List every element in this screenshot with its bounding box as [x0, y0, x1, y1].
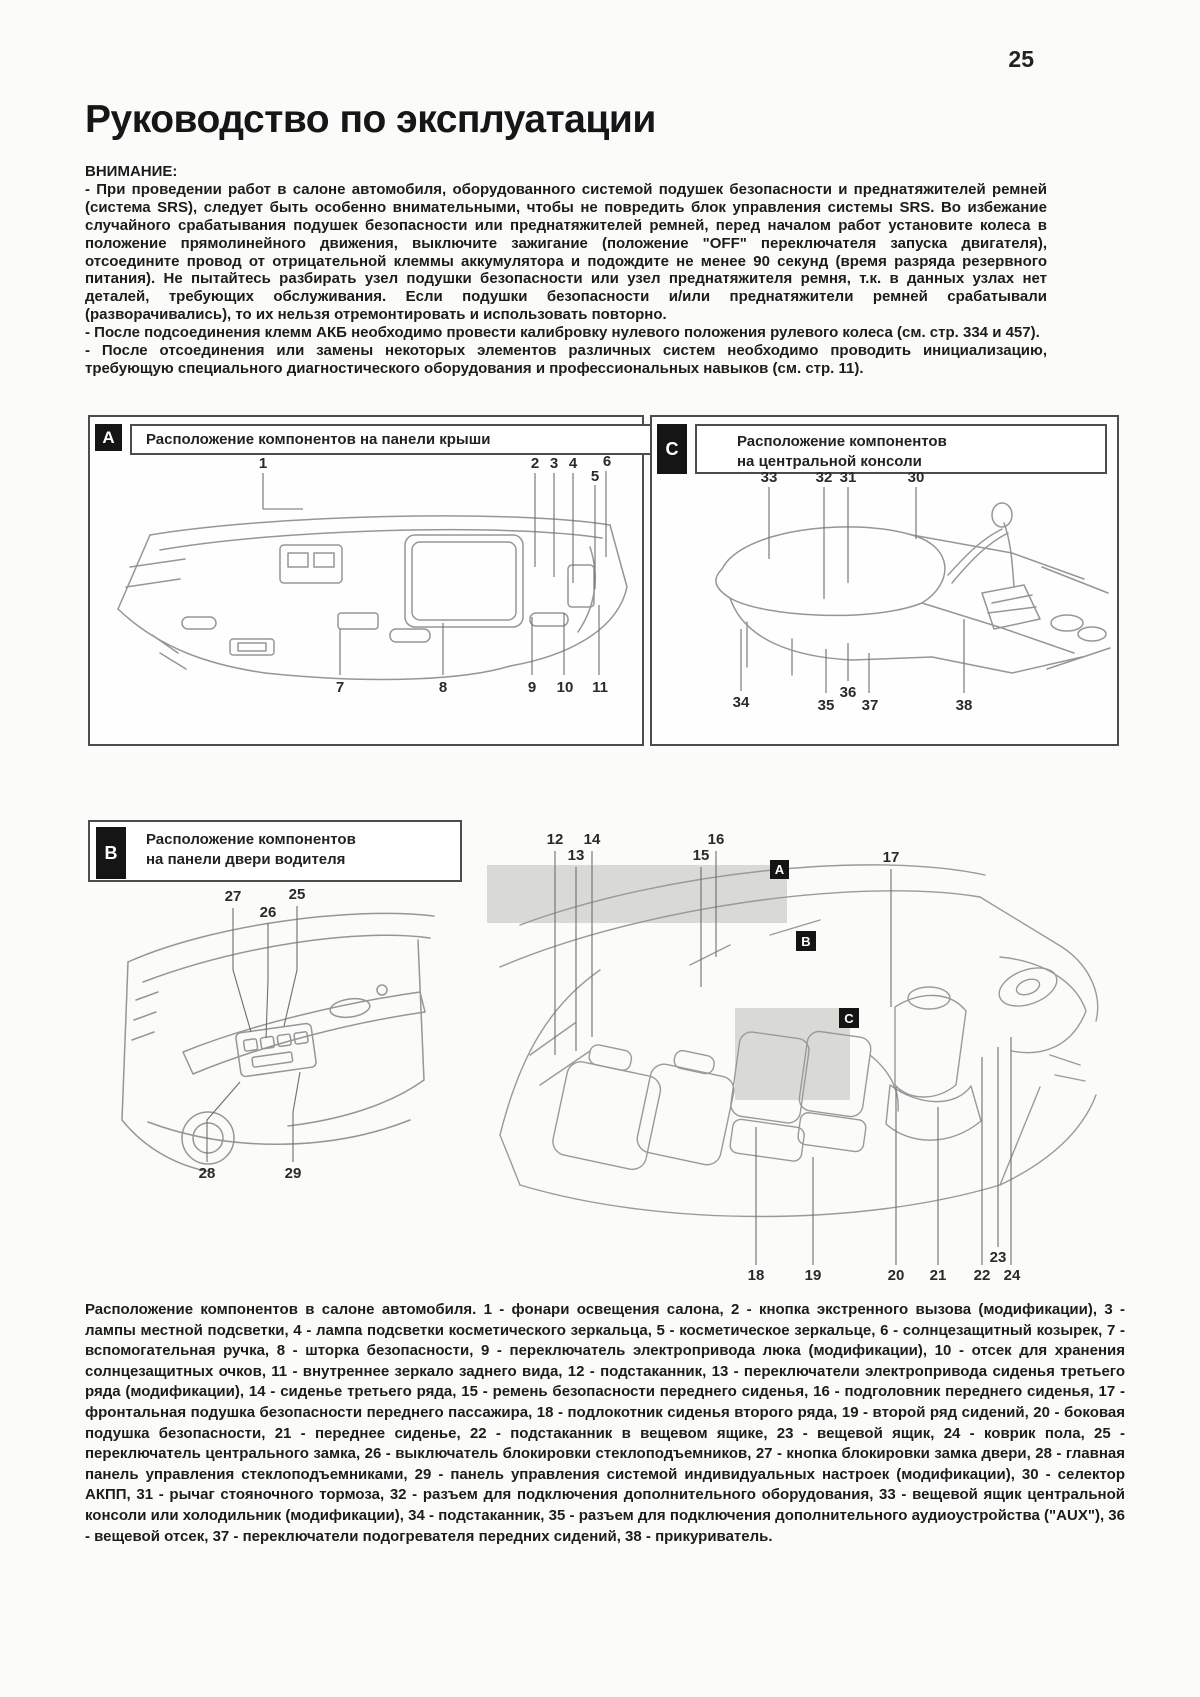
callout-25: 25 — [288, 886, 306, 903]
panel-roof: A Расположение компонентов на панели кры… — [88, 415, 652, 746]
callout-2: 2 — [530, 455, 540, 472]
console-diagram — [715, 487, 1111, 693]
callout-15: 15 — [692, 847, 710, 864]
callout-36: 36 — [839, 684, 857, 701]
callout-37: 37 — [861, 697, 879, 714]
panel-door-letter: B — [96, 827, 126, 879]
callout-4: 4 — [568, 455, 578, 472]
roof-diagram — [117, 471, 628, 681]
marker-zone-c: C — [839, 1008, 859, 1028]
callout-31: 31 — [839, 469, 857, 486]
interior-diagram-region: A B C 12 13 14 15 16 17 18 19 20 21 22 2… — [440, 755, 1118, 1295]
callout-5: 5 — [590, 468, 600, 485]
callout-6: 6 — [602, 453, 612, 470]
interior-diagram — [487, 851, 1099, 1265]
callout-1: 1 — [258, 455, 268, 472]
callout-19: 19 — [804, 1267, 822, 1284]
callout-13: 13 — [567, 847, 585, 864]
callout-16: 16 — [707, 831, 725, 848]
callout-11: 11 — [592, 679, 608, 696]
panel-console: C Расположение компонентов на центрально… — [650, 415, 1119, 746]
panel-console-title-line2: на центральной консоли — [737, 453, 922, 470]
warning-paragraph-2: - После подсоединения клемм АКБ необходи… — [85, 324, 1040, 342]
callout-28: 28 — [198, 1165, 216, 1182]
warning-paragraph-1: - При проведении работ в салоне автомоби… — [85, 180, 1047, 324]
callout-27: 27 — [224, 888, 242, 905]
callout-24: 24 — [1003, 1267, 1021, 1284]
warning-heading: ВНИМАНИЕ: — [85, 163, 178, 180]
marker-zone-b: B — [796, 931, 816, 951]
callout-32: 32 — [815, 469, 833, 486]
warning-paragraph-3: - После отсоединения или замены некоторы… — [85, 342, 1047, 377]
callout-29: 29 — [284, 1165, 302, 1182]
callout-22: 22 — [973, 1267, 991, 1284]
panel-door-title-line1: Расположение компонентов — [146, 831, 356, 848]
callout-17: 17 — [882, 849, 900, 866]
figure-caption: Расположение компонентов в салоне автомо… — [85, 1301, 1125, 1545]
callout-34: 34 — [732, 694, 750, 711]
panel-console-title-line1: Расположение компонентов — [737, 433, 947, 450]
callout-8: 8 — [438, 679, 448, 696]
marker-zone-a: A — [770, 860, 789, 879]
panel-console-title: Расположение компонентов на центральной … — [695, 424, 1107, 474]
callout-23: 23 — [989, 1249, 1007, 1266]
callout-35: 35 — [817, 697, 835, 714]
callout-38: 38 — [955, 697, 973, 714]
callout-14: 14 — [583, 831, 601, 848]
highlight-console-zone — [735, 1008, 850, 1100]
callout-18: 18 — [747, 1267, 765, 1284]
figure-caption-block: Расположение компонентов в салоне автомо… — [85, 1300, 1125, 1547]
page-number: 25 — [1008, 46, 1034, 72]
panel-door-header: B Расположение компонентов на панели две… — [88, 820, 462, 882]
page-title: Руководство по эксплуатации — [85, 98, 656, 141]
callout-3: 3 — [549, 455, 559, 472]
callout-10: 10 — [556, 679, 574, 696]
callout-12: 12 — [546, 831, 564, 848]
panel-roof-letter: A — [95, 424, 122, 451]
panel-console-letter: C — [657, 424, 687, 474]
panel-door-region: 27 26 25 28 29 — [88, 820, 462, 1240]
warning-block: ВНИМАНИЕ: - При проведении работ в салон… — [85, 163, 1047, 378]
callout-33: 33 — [760, 469, 778, 486]
callout-21: 21 — [929, 1267, 947, 1284]
panel-door-title: Расположение компонентов на панели двери… — [146, 830, 356, 870]
callout-26: 26 — [259, 904, 277, 921]
callout-30: 30 — [907, 469, 925, 486]
callout-20: 20 — [887, 1267, 905, 1284]
callout-9: 9 — [527, 679, 537, 696]
callout-7: 7 — [335, 679, 345, 696]
panel-door-title-line2: на панели двери водителя — [146, 851, 346, 868]
panel-roof-title: Расположение компонентов на панели крыши — [130, 424, 652, 455]
door-diagram — [121, 906, 435, 1173]
